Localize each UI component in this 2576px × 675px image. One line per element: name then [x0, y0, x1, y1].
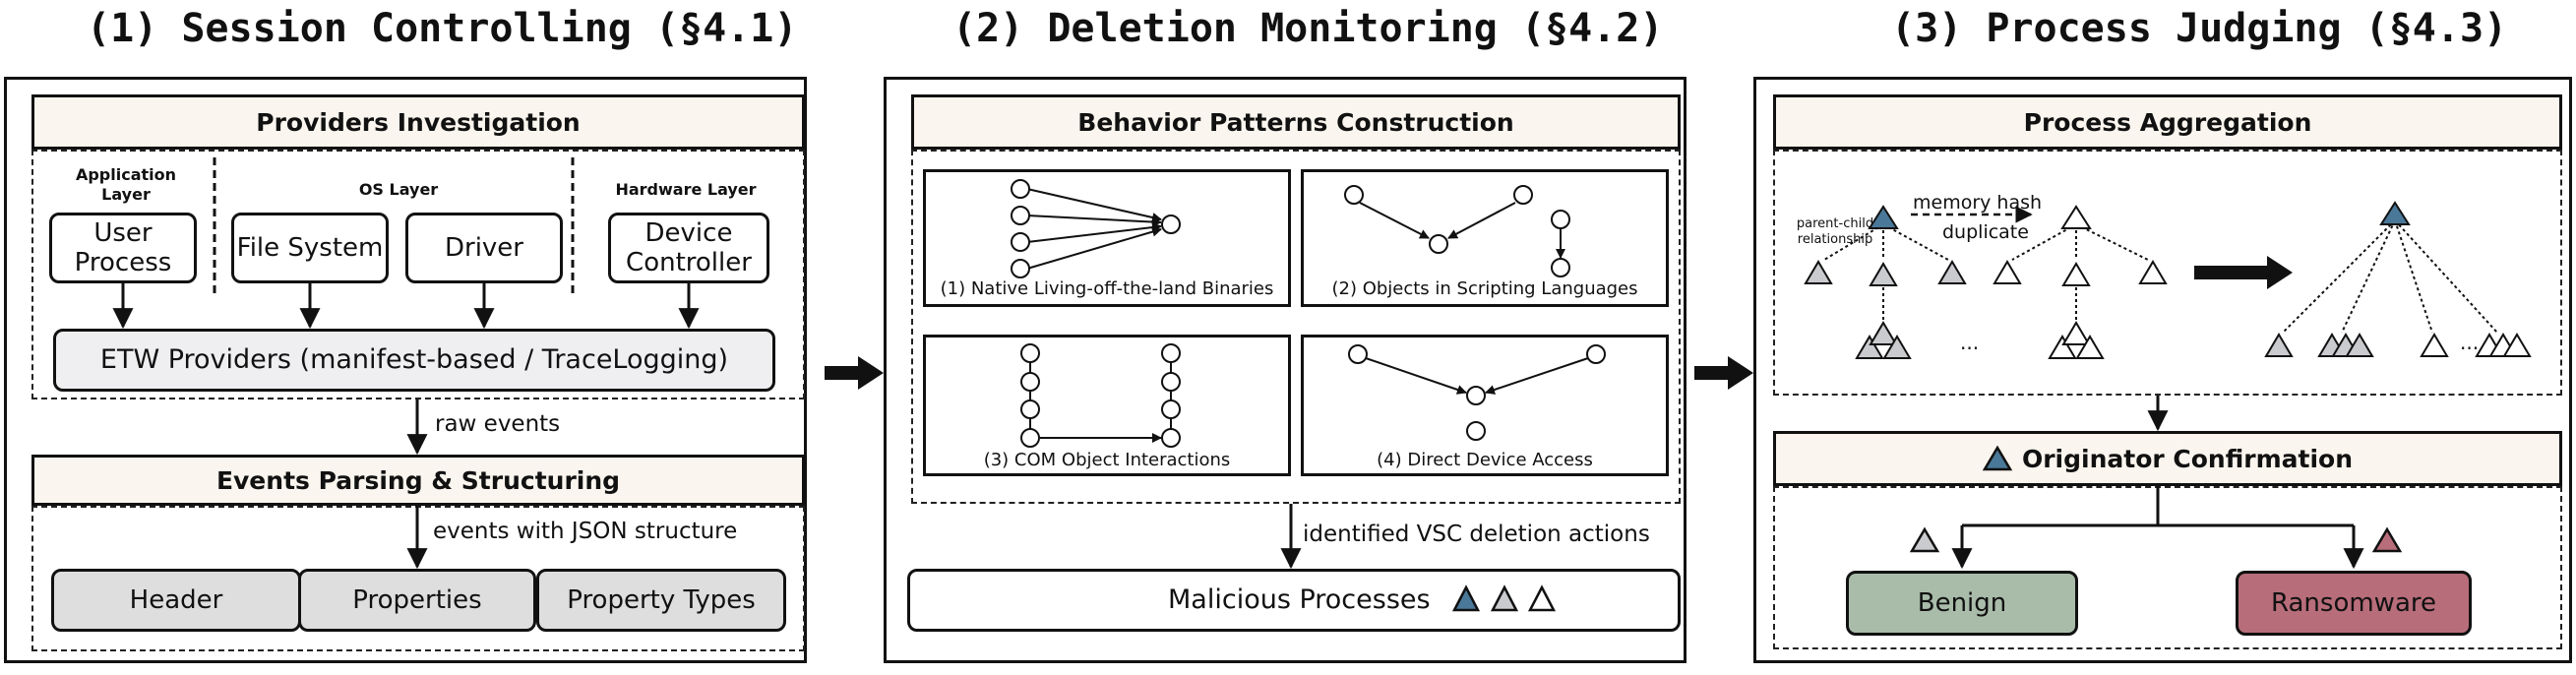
aggregation-merge-arrow: [2194, 256, 2293, 289]
aggregation-tree-left: [1804, 205, 1967, 359]
pattern-device-graph: [1348, 344, 1606, 441]
file-system-box: File System: [231, 213, 389, 283]
pattern-scripting-graph: [1344, 185, 1570, 277]
originator-split-lines: [1951, 486, 2364, 570]
raw-events-label: raw events: [435, 411, 561, 437]
properties-box: Properties: [298, 569, 536, 632]
pattern-lolbins-panel: [923, 169, 1291, 307]
aggregation-tree-middle: [1993, 205, 2168, 359]
aggregation-dashed-area: [1773, 150, 2562, 396]
originator-dashed-area: [1773, 486, 2562, 649]
section-title-deletion-monitoring: (2) Deletion Monitoring (§4.2): [952, 6, 1664, 51]
section-title-session-controlling: (1) Session Controlling (§4.1): [87, 6, 798, 51]
process-aggregation-header: Process Aggregation: [1773, 94, 2562, 150]
memory-hash-label: memory hash: [1913, 192, 2043, 214]
hardware-layer-label: Hardware Layer: [615, 180, 757, 199]
arrow-section1-to-section2: [825, 356, 884, 390]
section-title-process-judging: (3) Process Judging (§4.3): [1891, 6, 2508, 51]
pattern-lolbins-graph: [1011, 179, 1181, 278]
aggregation-tree-merged: [2264, 201, 2532, 357]
pattern-scripting-caption: (2) Objects in Scripting Languages: [1331, 278, 1638, 299]
device-controller-box: Device Controller: [608, 213, 769, 283]
events-parsing-header: Events Parsing & Structuring: [31, 455, 805, 506]
parent-child-label: parent-child relationship: [1796, 216, 1874, 247]
application-layer-label: Application Layer: [75, 165, 177, 204]
originator-confirmation-header: Originator Confirmation: [1773, 431, 2562, 486]
pattern-device-caption: (4) Direct Device Access: [1377, 450, 1593, 470]
malicious-processes-label: Malicious Processes: [1168, 584, 1431, 615]
user-process-box: User Process: [49, 213, 197, 283]
patterns-dashed-area: [911, 150, 1681, 504]
providers-investigation-header: Providers Investigation: [31, 94, 805, 150]
header-box: Header: [51, 569, 301, 632]
triangle-blue-icon: [1982, 446, 2012, 471]
json-structure-label: events with JSON structure: [433, 519, 738, 544]
pattern-com-graph: [1020, 343, 1181, 448]
property-types-box: Property Types: [536, 569, 786, 632]
panel-process-judging: [1753, 77, 2572, 663]
malicious-processes-box: Malicious Processes: [907, 569, 1681, 632]
originator-confirmation-label: Originator Confirmation: [2021, 444, 2354, 473]
etw-providers-box: ETW Providers (manifest-based / TraceLog…: [53, 329, 775, 392]
identified-actions-label: identified VSC deletion actions: [1303, 522, 1650, 547]
arrow-section2-to-section3: [1694, 356, 1753, 390]
triangle-grey-icon: [1909, 526, 1940, 553]
driver-box: Driver: [405, 213, 563, 283]
pattern-com-panel: [923, 335, 1291, 476]
malicious-triangles: [1451, 584, 1557, 612]
os-layer-label: OS Layer: [358, 180, 439, 199]
duplicate-label: duplicate: [1942, 221, 2029, 243]
pattern-lolbins-caption: (1) Native Living-off-the-land Binaries: [940, 278, 1274, 299]
ransomware-box: Ransomware: [2236, 571, 2472, 636]
ellipsis-2: ...: [2460, 331, 2480, 354]
ellipsis-1: ...: [1960, 331, 1980, 354]
triangle-red-icon: [2371, 526, 2403, 553]
benign-box: Benign: [1846, 571, 2078, 636]
providers-dashed-area: [31, 150, 805, 399]
behavior-patterns-header: Behavior Patterns Construction: [911, 94, 1681, 150]
pattern-com-caption: (3) COM Object Interactions: [983, 450, 1231, 470]
